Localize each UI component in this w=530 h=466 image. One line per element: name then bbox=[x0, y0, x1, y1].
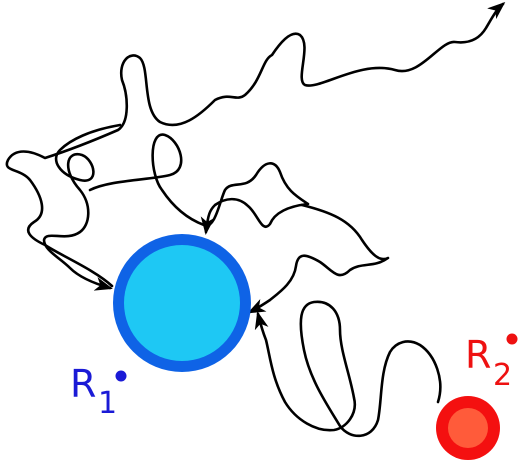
right-trajectory bbox=[247, 203, 390, 314]
r2-label-main: R bbox=[465, 333, 491, 377]
r2-radical-dot bbox=[506, 333, 518, 345]
r1-inner-disc bbox=[124, 245, 240, 361]
r2-label: R 2 bbox=[465, 333, 518, 393]
left-trajectory bbox=[42, 123, 122, 291]
r1-label-main: R bbox=[70, 362, 96, 406]
r2-label-subscript: 2 bbox=[493, 358, 512, 393]
r2-to-r1-trajectory bbox=[254, 300, 442, 438]
r1-label-subscript: 1 bbox=[98, 386, 117, 421]
escaping-trajectory bbox=[5, 2, 506, 288]
r2-inner-disc bbox=[448, 408, 488, 448]
r1-sphere bbox=[113, 234, 251, 372]
r2-sphere bbox=[436, 396, 500, 460]
r1-radical-dot bbox=[115, 370, 127, 382]
top-trajectory bbox=[88, 133, 310, 235]
r1-label: R 1 bbox=[70, 362, 127, 421]
